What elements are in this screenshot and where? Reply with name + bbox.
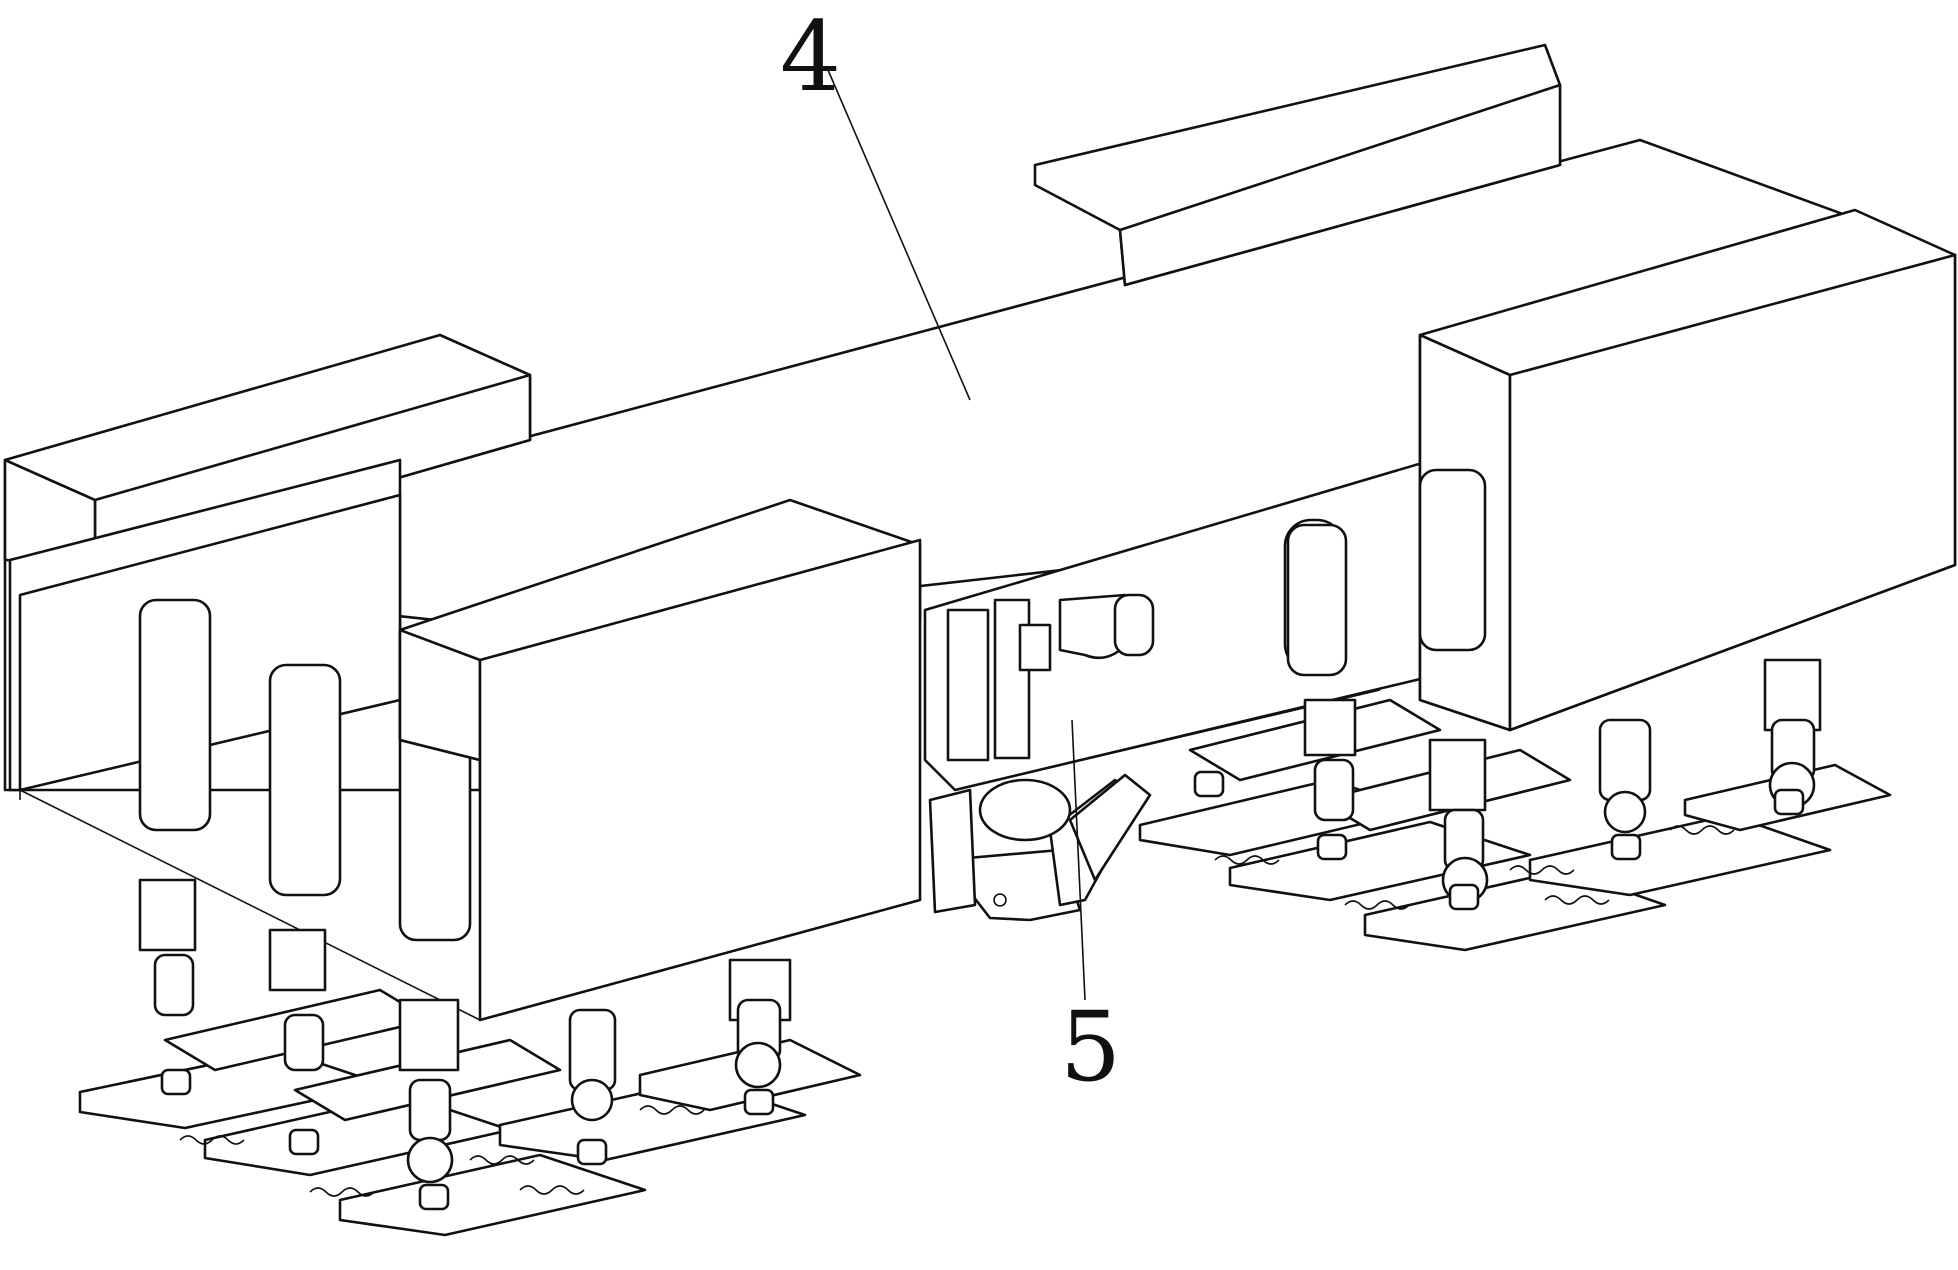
right-leg-group <box>1138 658 1892 952</box>
callout-label-5: 5 <box>1060 991 1121 1103</box>
callout-label-4: 4 <box>780 1 841 113</box>
leader-line-4 <box>827 69 971 401</box>
left-box-frame <box>3 333 922 1022</box>
gripper-assembly <box>928 773 1152 922</box>
left-leg-group <box>78 878 862 1237</box>
leader-line-5 <box>1071 719 1086 1001</box>
right-box-frame <box>1033 43 1957 732</box>
